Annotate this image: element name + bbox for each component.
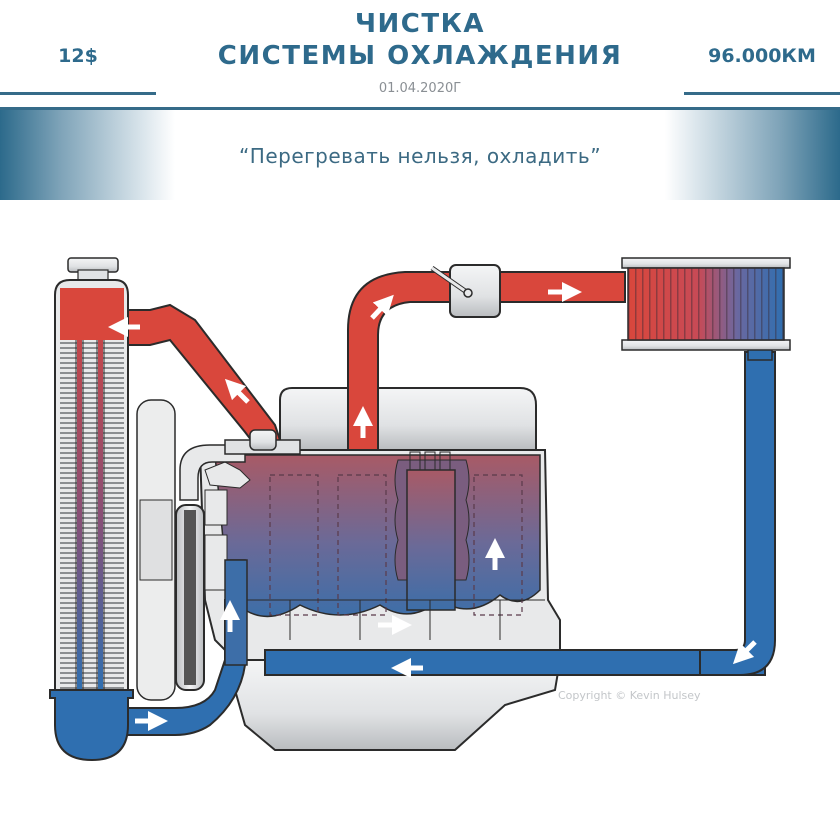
divider-left (0, 92, 156, 95)
copyright-text: Copyright © Kevin Hulsey (558, 689, 701, 702)
quote-text: “Перегревать нельзя, охладить” (238, 144, 602, 168)
mileage-label: 96.000КМ (708, 45, 816, 67)
fan (136, 399, 176, 701)
arrow-icon (370, 294, 394, 320)
title-line-2: СИСТЕМЫ ОХЛАЖДЕНИЯ (217, 41, 623, 71)
water-pump (179, 444, 246, 501)
page-title: ЧИСТКА СИСТЕМЫ ОХЛАЖДЕНИЯ (170, 8, 670, 72)
pulley (175, 504, 205, 691)
arrow-icon (224, 378, 250, 404)
date-label: 01.04.2020Г (378, 81, 462, 96)
heater-valve (430, 264, 501, 318)
title-line-1: ЧИСТКА (355, 9, 485, 39)
quote-banner (0, 107, 840, 200)
divider-right (684, 92, 840, 95)
flow-arrows (108, 282, 757, 731)
cooling-system-diagram (49, 257, 791, 762)
engine-block (198, 449, 561, 661)
thermostat (224, 429, 301, 455)
banner-top-line (0, 107, 840, 110)
radiator (49, 257, 134, 762)
header: 12$ ЧИСТКА СИСТЕМЫ ОХЛАЖДЕНИЯ 01.04.2020… (0, 0, 840, 110)
valve-cover (279, 387, 537, 451)
price-label: 12$ (58, 45, 98, 67)
heater-core (621, 257, 791, 351)
arrow-icon (732, 640, 757, 665)
heater-hose (347, 271, 626, 451)
